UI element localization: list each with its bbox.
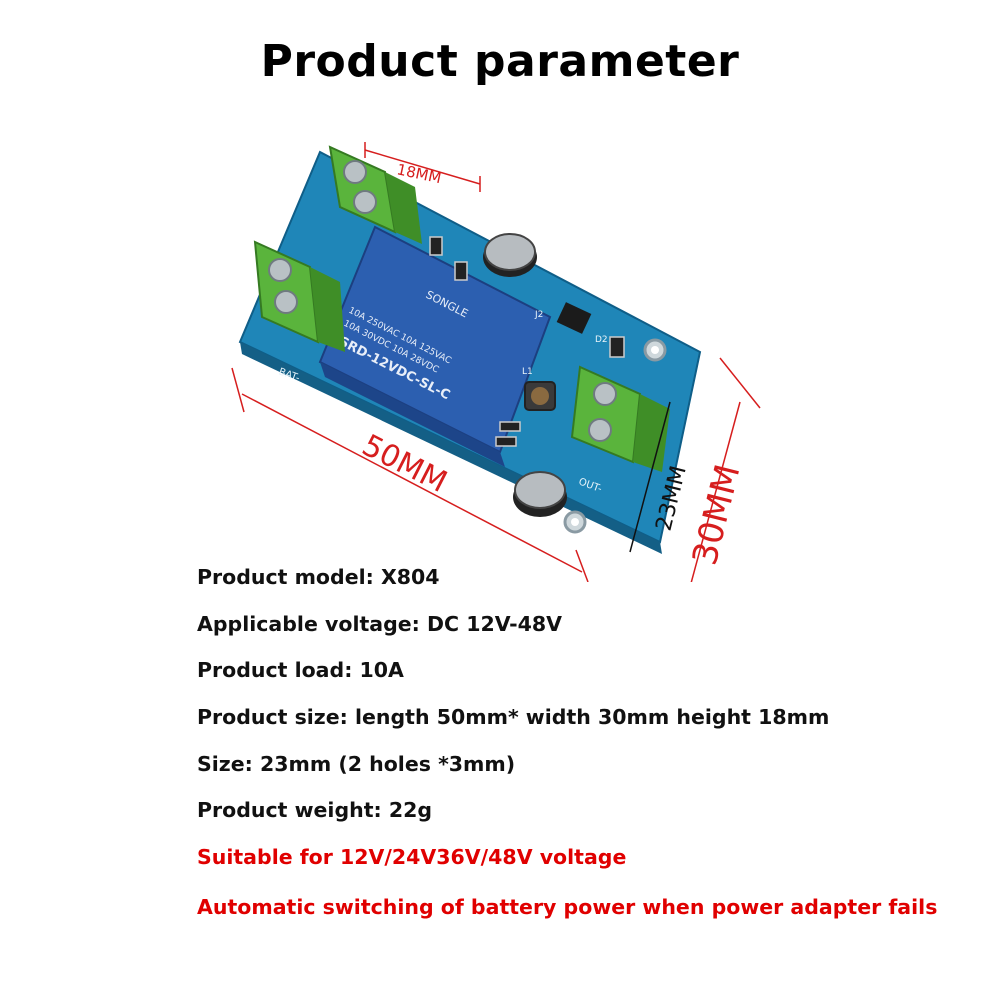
- spec-load: Product load: 10A: [197, 658, 404, 683]
- spec-model: Product model: X804: [197, 565, 440, 589]
- spec-weight: Product weight: 22g: [197, 798, 433, 823]
- product-photo: SONGLE 10A 250VAC 10A 125VAC 10A 30VDC 1…: [231, 142, 761, 582]
- dimension-width: 30MM: [685, 461, 748, 570]
- relay: SONGLE 10A 250VAC 10A 125VAC 10A 30VDC 1…: [318, 225, 552, 467]
- spec-hole-size: Size: 23mm (2 holes *3mm): [197, 751, 516, 776]
- capacitor-bottom: [513, 471, 567, 517]
- terminal-block-bat: BAT-: [253, 240, 345, 384]
- note-voltage: Suitable for 12V/24V36V/48V voltage: [197, 845, 627, 870]
- spec-voltage: Applicable voltage: DC 12V-48V: [197, 611, 563, 636]
- spec-list: Product model: X804 Applicable voltage: …: [197, 557, 977, 930]
- inductor: [524, 381, 556, 411]
- ic-chip: [556, 302, 592, 334]
- note-switching: Automatic switching of battery power whe…: [197, 894, 938, 919]
- capacitor-top: [483, 233, 537, 277]
- smd-components: D2 J2 L1: [429, 236, 625, 447]
- page-title: Product parameter: [260, 36, 740, 87]
- label-l1: L1: [522, 367, 533, 377]
- terminal-block-top: [328, 145, 422, 244]
- label-j2: J2: [534, 310, 543, 320]
- spec-size: Product size: length 50mm* width 30mm he…: [197, 705, 830, 730]
- label-d2: D2: [595, 335, 608, 345]
